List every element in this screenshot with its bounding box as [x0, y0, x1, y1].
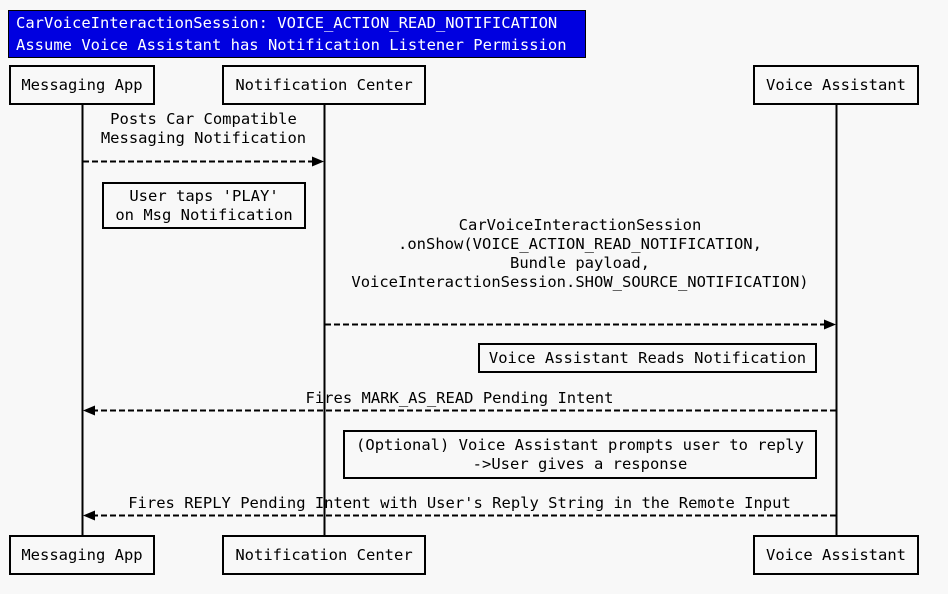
- participant-bottom-messaging-app: Messaging App: [9, 535, 155, 575]
- participant-top-notification-center: Notification Center: [222, 65, 426, 105]
- message-4-arrow: [83, 510, 836, 521]
- participant-bottom-notification-center: Notification Center: [222, 535, 426, 575]
- participant-label: Messaging App: [21, 546, 143, 564]
- message-4-label: Fires REPLY Pending Intent with User's R…: [128, 494, 791, 512]
- message-1-label: Posts Car Compatible Messaging Notificat…: [100, 110, 307, 147]
- participant-label: Voice Assistant: [766, 76, 906, 94]
- message-1-arrow: [83, 156, 324, 167]
- diagram-title-line-2: Assume Voice Assistant has Notification …: [16, 36, 567, 54]
- participant-bottom-voice-assistant: Voice Assistant: [753, 535, 919, 575]
- note-user-taps-play: User taps 'PLAY' on Msg Notification: [102, 182, 306, 229]
- message-3-label: Fires MARK_AS_READ Pending Intent: [305, 389, 614, 407]
- note-voice-assistant-reads-notification: Voice Assistant Reads Notification: [478, 343, 817, 373]
- participant-label: Notification Center: [235, 76, 413, 94]
- participant-label: Messaging App: [21, 76, 143, 94]
- participant-top-messaging-app: Messaging App: [9, 65, 155, 105]
- note-voice-assistant-prompts-reply: (Optional) Voice Assistant prompts user …: [343, 430, 817, 479]
- message-2-arrow: [325, 319, 836, 330]
- message-3-arrow: [83, 405, 836, 416]
- diagram-title: CarVoiceInteractionSession: VOICE_ACTION…: [8, 10, 586, 58]
- participant-top-voice-assistant: Voice Assistant: [753, 65, 919, 105]
- participant-label: Notification Center: [235, 546, 413, 564]
- participant-label: Voice Assistant: [766, 546, 906, 564]
- message-2-label: CarVoiceInteractionSession .onShow(VOICE…: [351, 216, 809, 291]
- diagram-title-line-1: CarVoiceInteractionSession: VOICE_ACTION…: [16, 14, 558, 32]
